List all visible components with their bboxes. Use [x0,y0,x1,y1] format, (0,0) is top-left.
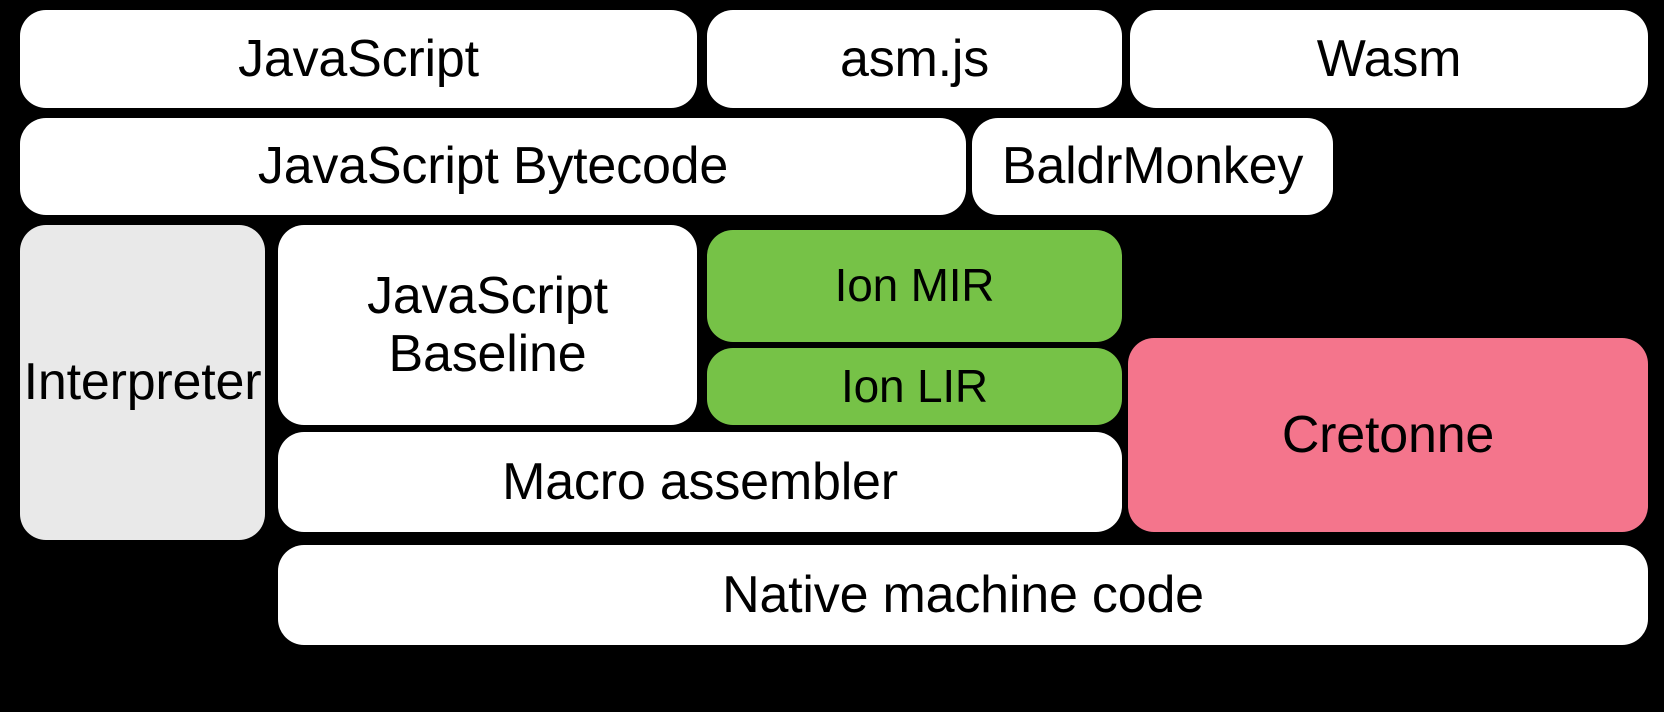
node-baldrmonkey: BaldrMonkey [972,118,1333,215]
node-native-machine-code: Native machine code [278,545,1648,645]
node-interpreter: Interpreter [20,225,265,540]
node-javascript-bytecode: JavaScript Bytecode [20,118,966,215]
node-asm-js: asm.js [707,10,1122,108]
node-cretonne: Cretonne [1128,338,1648,532]
node-wasm: Wasm [1130,10,1648,108]
node-ion-lir: Ion LIR [707,348,1122,425]
node-javascript: JavaScript [20,10,697,108]
node-ion-mir: Ion MIR [707,230,1122,342]
node-javascript-baseline: JavaScript Baseline [278,225,697,425]
node-macro-assembler: Macro assembler [278,432,1122,532]
